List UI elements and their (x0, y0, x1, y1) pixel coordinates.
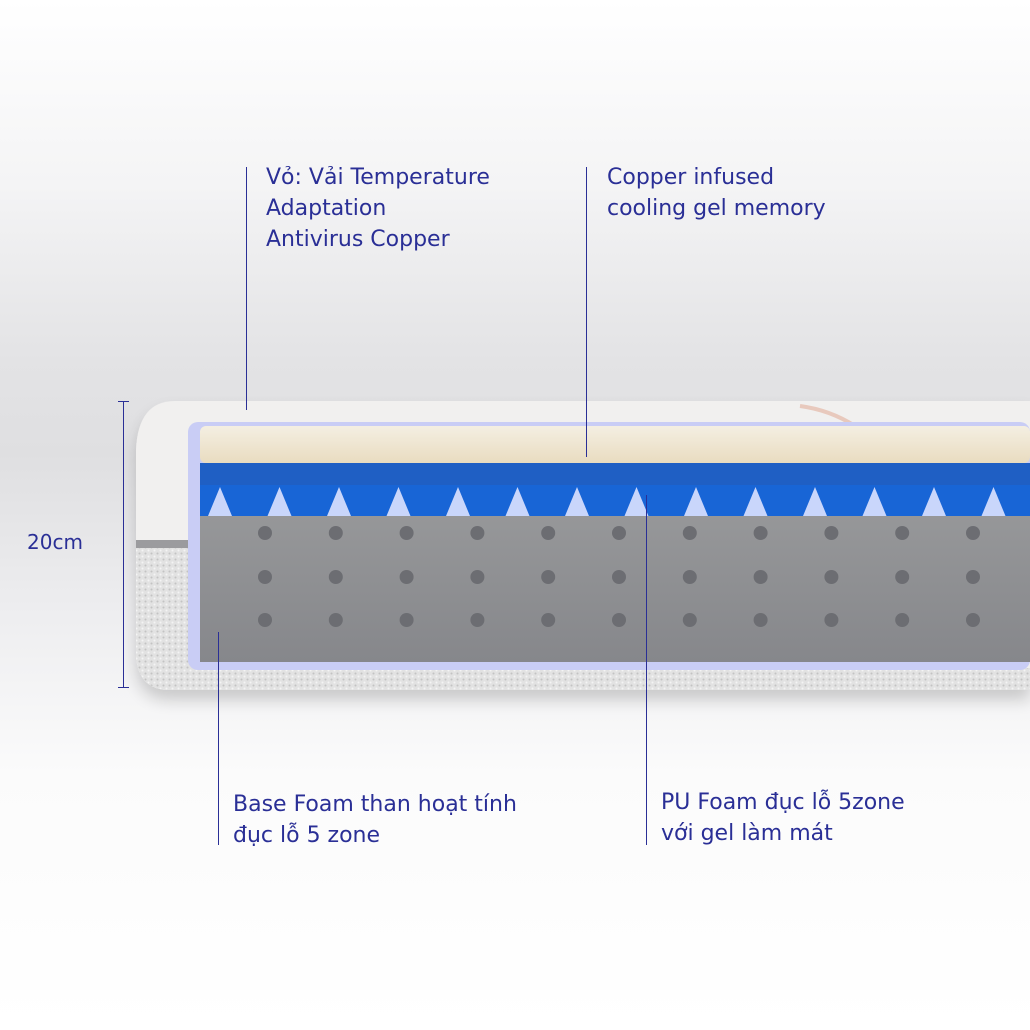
base-foam-hole (895, 526, 910, 540)
base-foam-hole (753, 613, 768, 627)
base-foam-hole (541, 613, 556, 627)
base-foam-hole (753, 570, 768, 584)
base-foam-hole (470, 570, 485, 584)
pu-foam-triangle (208, 487, 232, 516)
base-foam-hole (682, 613, 697, 627)
base-foam-hole (682, 526, 697, 540)
base-foam-leader-line (218, 632, 219, 845)
pu-foam-triangle (743, 487, 768, 516)
base-foam-hole (328, 526, 343, 540)
cover-label-line-3: Antivirus Copper (266, 227, 450, 252)
base-foam-hole (612, 613, 626, 627)
base-foam-hole (258, 526, 272, 540)
base-foam-hole (399, 526, 414, 540)
base-foam-hole (824, 613, 839, 627)
gel-memory-label: Copper infused cooling gel memory (607, 162, 826, 224)
base-foam-label-line-2: đục lỗ 5 zone (233, 823, 381, 848)
pu-foam-label-line-2: với gel làm mát (661, 821, 833, 846)
base-foam-layer (200, 516, 1030, 662)
pu-foam-label-line-1: PU Foam đục lỗ 5zone (661, 790, 905, 815)
base-foam-hole (470, 526, 485, 540)
memory-foam-layer (200, 426, 1030, 463)
base-foam-hole (258, 613, 272, 627)
base-foam-hole (541, 570, 556, 584)
pu-foam-triangle (803, 487, 827, 516)
pu-foam-triangle (862, 487, 887, 516)
pu-foam-layer (200, 463, 1030, 516)
cover-label-line-2: Adaptation (266, 196, 387, 221)
pu-foam-label: PU Foam đục lỗ 5zone với gel làm mát (661, 787, 905, 849)
base-foam-hole (682, 570, 697, 584)
pu-foam-triangle (624, 487, 649, 516)
height-dimension-cap-bottom (118, 687, 129, 688)
base-foam-hole (612, 570, 626, 584)
base-foam-hole (753, 526, 768, 540)
base-foam-hole (824, 526, 839, 540)
pu-foam-leader-line (646, 495, 647, 845)
pu-foam-triangle (922, 487, 946, 516)
base-foam-holes (258, 526, 980, 627)
base-foam-hole (541, 526, 556, 540)
cover-label: Vỏ: Vải Temperature Adaptation Antivirus… (266, 162, 490, 255)
pu-foam-triangle (386, 487, 411, 516)
base-foam-hole (824, 570, 839, 584)
base-foam-hole (399, 570, 414, 584)
base-foam-hole (612, 526, 626, 540)
pu-foam-triangle (505, 487, 530, 516)
base-foam-label-line-1: Base Foam than hoạt tính (233, 792, 517, 817)
height-dimension-line (123, 401, 124, 688)
pu-foam-triangle (981, 487, 1006, 516)
pu-foam-triangle (327, 487, 351, 516)
base-foam-hole (966, 526, 980, 540)
gel-memory-label-line-2: cooling gel memory (607, 196, 826, 221)
pu-foam-triangle (446, 487, 470, 516)
height-dimension-cap-top (118, 401, 129, 402)
base-foam-hole (258, 570, 272, 584)
gel-memory-leader-line (586, 167, 587, 457)
base-foam-hole (470, 613, 485, 627)
height-label: 20cm (27, 530, 83, 554)
gel-memory-label-line-1: Copper infused (607, 165, 775, 190)
base-foam-hole (328, 613, 343, 627)
cover-leader-line (246, 167, 247, 410)
base-foam-hole (895, 570, 910, 584)
base-foam-hole (966, 613, 980, 627)
base-foam-hole (328, 570, 343, 584)
base-foam-hole (399, 613, 414, 627)
base-foam-hole (895, 613, 910, 627)
pu-foam-triangle (267, 487, 292, 516)
pu-foam-triangle (684, 487, 708, 516)
base-foam-label: Base Foam than hoạt tính đục lỗ 5 zone (233, 789, 517, 851)
base-foam-hole (966, 570, 980, 584)
cover-label-line-1: Vỏ: Vải Temperature (266, 165, 490, 190)
pu-foam-triangle (565, 487, 589, 516)
